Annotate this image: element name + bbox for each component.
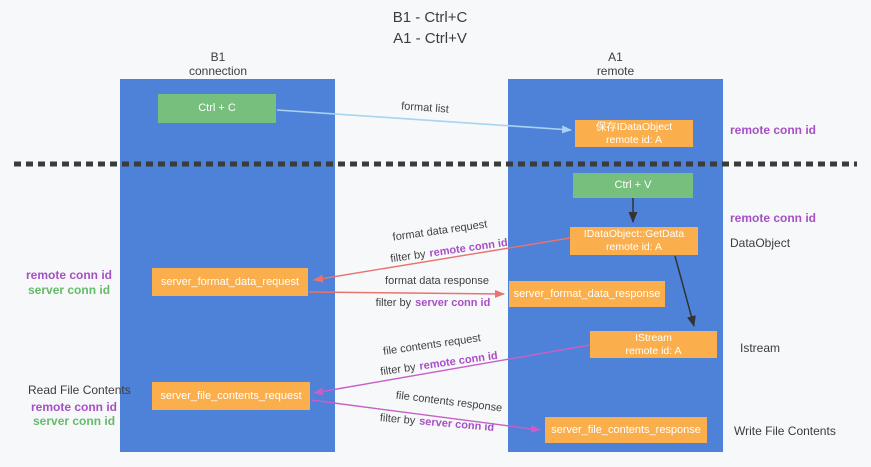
lane-header-b1: B1 connection <box>120 50 316 78</box>
filter-server-conn-id-1: server conn id <box>415 297 491 309</box>
filter-by-text-2: filter by <box>375 297 412 309</box>
node-file-request-label: server_file_contents_request <box>160 389 302 402</box>
label-istream: Istream <box>740 341 781 355</box>
node-ctrl-c-label: Ctrl + C <box>198 102 236 114</box>
filter-remote-conn-id-1: remote conn id <box>428 236 509 260</box>
node-ctrl-v-label: Ctrl + V <box>614 179 652 191</box>
label-dataobject: DataObject <box>730 236 791 250</box>
label-write-file-contents: Write File Contents <box>734 424 836 438</box>
label-remote-conn-id-left-1: remote conn id <box>26 268 113 282</box>
node-file-response-label: server_file_contents_response <box>551 423 701 436</box>
node-ctrl-v: Ctrl + V <box>573 173 693 198</box>
label-remote-conn-id-right-1: remote conn id <box>730 123 817 137</box>
node-format-response-label: server_format_data_response <box>513 287 661 300</box>
label-remote-conn-id-left-2: remote conn id <box>31 400 118 414</box>
label-format-data-request: format data request <box>391 218 489 244</box>
filter-by-text-4: filter by <box>379 412 416 428</box>
filter-server-conn-id-2: server conn id <box>418 415 495 434</box>
node-server-format-data-response: server_format_data_response <box>509 281 665 307</box>
node-ctrl-c: Ctrl + C <box>158 94 276 123</box>
label-server-conn-id-left-1: server conn id <box>28 283 111 297</box>
title-line-2: A1 - Ctrl+V <box>393 30 467 47</box>
node-istream-line2: remote id: A <box>625 344 682 357</box>
node-idataobject-getdata: IDataObject::GetData remote id: A <box>570 227 698 255</box>
filter-by-text-1: filter by <box>389 248 427 266</box>
lane-a1-role: remote <box>596 64 635 78</box>
title-line-1: B1 - Ctrl+C <box>392 9 468 26</box>
node-getdata-line1: IDataObject::GetData <box>583 228 685 240</box>
node-format-request-label: server_format_data_request <box>160 275 300 288</box>
label-file-contents-response: file contents response <box>395 389 503 415</box>
node-save-idataobject-line1: 保存IDataObject <box>595 120 673 133</box>
node-server-file-contents-response: server_file_contents_response <box>545 417 707 443</box>
node-istream: IStream remote id: A <box>590 331 717 358</box>
diagram-title: B1 - Ctrl+C A1 - Ctrl+V <box>0 7 860 49</box>
label-format-data-response: format data response <box>385 275 489 287</box>
label-remote-conn-id-right-2: remote conn id <box>730 211 817 225</box>
arrow-format-request-to-response <box>308 289 505 298</box>
node-save-idataobject-line2: remote id: A <box>605 133 663 146</box>
label-format-list: format list <box>400 100 450 116</box>
node-server-file-contents-request: server_file_contents_request <box>152 382 310 410</box>
lane-header-a1: A1 remote <box>508 50 723 78</box>
label-server-conn-id-left-2: server conn id <box>33 414 116 428</box>
lane-a1-name: A1 <box>608 50 623 64</box>
label-read-file-contents: Read File Contents <box>28 383 131 397</box>
node-server-format-data-request: server_format_data_request <box>152 268 308 296</box>
lane-b1-name: B1 <box>210 50 226 64</box>
node-getdata-line2: remote id: A <box>605 241 663 253</box>
node-save-idataobject: 保存IDataObject remote id: A <box>575 120 693 147</box>
lane-b1-role: connection <box>188 64 248 78</box>
filter-by-text-3: filter by <box>379 361 417 379</box>
filter-remote-conn-id-2: remote conn id <box>418 349 499 373</box>
node-istream-line1: IStream <box>635 331 672 344</box>
